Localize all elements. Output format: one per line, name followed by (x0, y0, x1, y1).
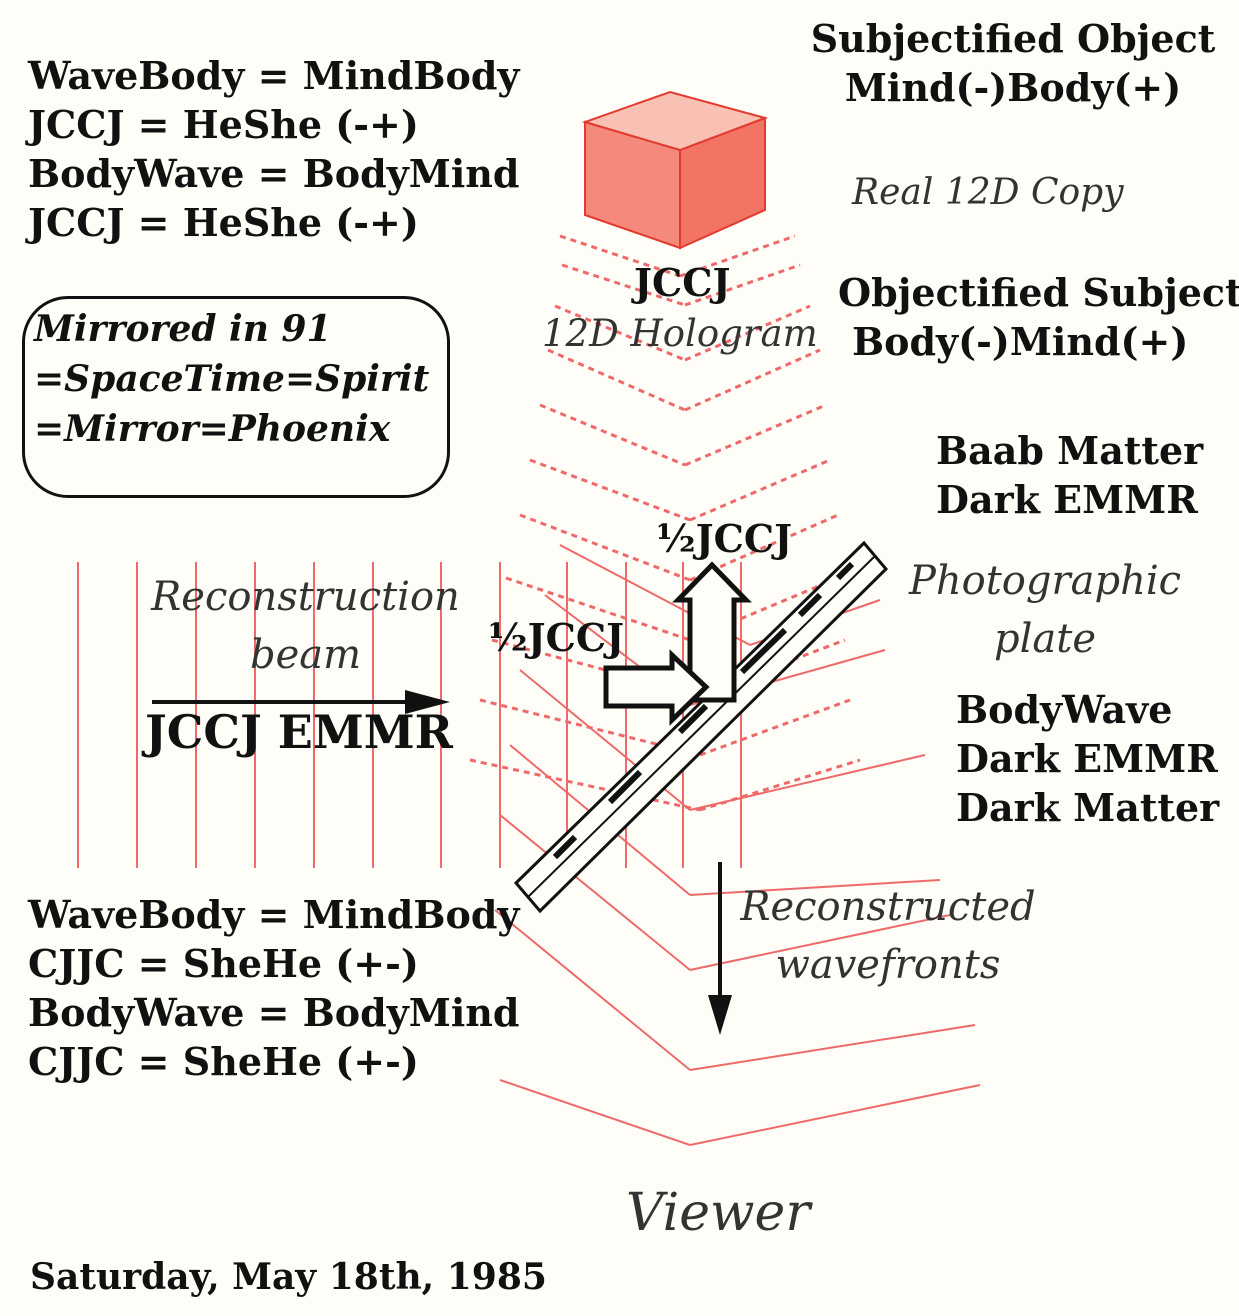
bodywave-line: Dark EMMR (956, 736, 1218, 781)
dashed-wavefront-line (684, 348, 821, 412)
dashed-wavefront-line (554, 304, 686, 362)
half-jccj-top-label: ½JCCJ (656, 516, 793, 561)
dashed-wavefront-line (547, 348, 686, 412)
mirrored-callout-text: Mirrored in 91 =SpaceTime=Spirit =Mirror… (34, 304, 429, 454)
callout-line: =Mirror=Phoenix (34, 408, 391, 450)
dashed-wavefront-line (519, 513, 691, 582)
real-copy-label: Real 12D Copy (852, 172, 1124, 213)
subjectified-line: Mind(-)Body(+) (844, 65, 1182, 110)
reconstructed-wavefront-line (689, 754, 926, 811)
viewer-label: Viewer (626, 1183, 811, 1243)
reconstructed-wavefront-line (689, 1084, 981, 1146)
equation-line: BodyWave = BodyMind (28, 990, 520, 1035)
mirrored-callout-box (22, 296, 450, 498)
reconstruction-beam-label: Reconstruction beam (148, 568, 463, 684)
equation-line: WaveBody = MindBody (28, 892, 520, 937)
equations-bottom: WaveBody = MindBody CJJC = SheHe (+-) Bo… (28, 890, 519, 1086)
reconstructed-wavefront-line (689, 1024, 976, 1071)
photographic-plate-label: Photographic plate (900, 552, 1190, 668)
equation-line: CJJC = SheHe (+-) (28, 941, 419, 986)
beam-line: Reconstruction (151, 574, 460, 620)
beam-arrow-icon (152, 690, 450, 714)
down-arrow-icon (708, 862, 732, 1035)
plate-line: Photographic (908, 558, 1182, 604)
dashed-wavefront-line (679, 234, 796, 278)
hologram-caption: 12D Hologram (542, 312, 818, 355)
half-jccj-left-label: ½JCCJ (488, 615, 625, 660)
objectified-subject-label: Objectified Subject Body(-)Mind(+) (838, 268, 1239, 366)
equations-top: WaveBody = MindBody JCCJ = HeShe (-+) Bo… (28, 51, 519, 247)
bodywave-line: BodyWave (956, 687, 1173, 732)
callout-line: Mirrored in 91 (34, 308, 332, 350)
bodywave-line: Dark Matter (956, 785, 1220, 830)
baab-line: Baab Matter (936, 428, 1204, 473)
subjectified-object-label: Subjectified Object Mind(-)Body(+) (808, 14, 1218, 112)
up-arrow-icon (672, 561, 752, 703)
dashed-wavefront-line (699, 698, 851, 757)
date-label: Saturday, May 18th, 1985 (30, 1256, 547, 1298)
hologram-dashed-wavefronts (469, 234, 861, 812)
equation-line: JCCJ = HeShe (-+) (28, 200, 419, 245)
callout-line: =SpaceTime=Spirit (34, 358, 430, 400)
reconstructed-wavefront-line (689, 879, 941, 896)
dashed-wavefront-line (539, 403, 686, 467)
hologram-name: JCCJ (634, 260, 731, 305)
beam-label: JCCJ EMMR (145, 705, 453, 759)
equation-line: BodyWave = BodyMind (28, 151, 520, 196)
reconstructed-wavefront-line (499, 814, 691, 971)
beam-line: beam (249, 632, 362, 678)
wavefronts-line: wavefronts (775, 942, 1001, 988)
dashed-wavefront-line (684, 263, 801, 307)
baab-matter-label: Baab Matter Dark EMMR (936, 426, 1203, 524)
objectified-line: Objectified Subject (838, 270, 1239, 315)
reconstructed-wavefronts-label: Reconstructed wavefronts (738, 878, 1038, 994)
equation-line: JCCJ = HeShe (-+) (28, 102, 419, 147)
wavefronts-line: Reconstructed (740, 884, 1036, 930)
subjectified-line: Subjectified Object (810, 16, 1216, 61)
right-arrow-icon (603, 649, 710, 726)
real-copy-cube (581, 90, 769, 250)
bodywave-label: BodyWave Dark EMMR Dark Matter (956, 685, 1219, 832)
baab-line: Dark EMMR (936, 477, 1198, 522)
dashed-wavefront-line (684, 403, 827, 467)
dashed-wavefront-line (684, 304, 811, 362)
reconstructed-wavefront-line (499, 1079, 691, 1146)
reconstructed-wavefront-line (494, 909, 691, 1071)
objectified-line: Body(-)Mind(+) (852, 319, 1189, 364)
equation-line: WaveBody = MindBody (28, 53, 520, 98)
equation-line: CJJC = SheHe (+-) (28, 1039, 419, 1084)
dashed-wavefront-line (689, 458, 831, 522)
photographic-plate (513, 540, 889, 914)
plate-line: plate (994, 616, 1096, 662)
dashed-wavefront-line (529, 458, 691, 522)
reconstructed-wavefront-line (689, 914, 951, 971)
